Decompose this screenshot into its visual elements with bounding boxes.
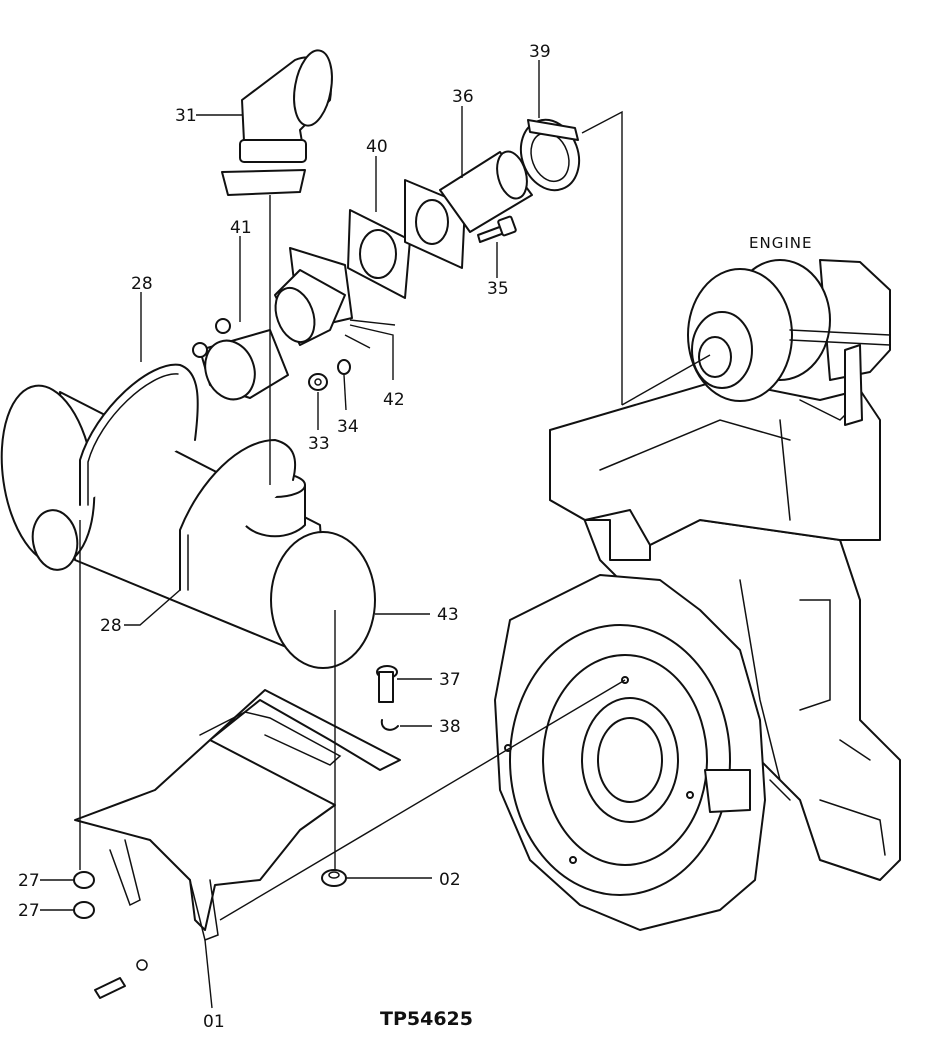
turbo-leader-line (621, 354, 711, 406)
routing-line (581, 110, 623, 405)
bolt-35 (477, 215, 517, 243)
pipe-36 (404, 150, 533, 269)
flange-adapter (274, 247, 353, 346)
leader-34 (343, 374, 347, 411)
turbocharger (687, 259, 891, 426)
callout-43: 43 (437, 605, 459, 625)
leader-28b (124, 589, 181, 626)
assembly-line (349, 319, 396, 326)
callout-38: 38 (439, 717, 461, 737)
callout-27-upper: 27 (18, 871, 40, 891)
u-bolt-front (79, 363, 199, 506)
engine-label: ENGINE (749, 234, 812, 252)
callout-27-lower: 27 (18, 901, 40, 921)
callout-37: 37 (439, 670, 461, 690)
callout-41: 41 (230, 218, 252, 238)
bolt-37 (376, 665, 398, 703)
heat-shield (74, 689, 401, 942)
callout-35: 35 (487, 279, 509, 299)
leader-01 (204, 939, 213, 1009)
nut-33 (308, 373, 328, 391)
callout-40: 40 (366, 137, 388, 157)
assembly-line (219, 679, 626, 921)
callout-28-top: 28 (131, 274, 153, 294)
u-bolt-rear (179, 439, 297, 591)
callout-01: 01 (203, 1012, 225, 1032)
washer-34 (337, 359, 351, 375)
flywheel-housing (494, 574, 791, 931)
leader-42 (349, 324, 394, 380)
gasket-40 (347, 209, 411, 299)
callout-31: 31 (175, 106, 197, 126)
callout-42: 42 (383, 390, 405, 410)
callout-34: 34 (337, 417, 359, 437)
drawing-number: TP54625 (380, 1008, 473, 1030)
callout-36: 36 (452, 87, 474, 107)
callout-02: 02 (439, 870, 461, 890)
assembly-line (344, 334, 371, 349)
callout-28-bottom: 28 (100, 616, 122, 636)
clamp-41 (192, 318, 289, 401)
spacer-02 (321, 869, 347, 887)
nut-27-upper (73, 871, 95, 889)
bolt-01 (94, 959, 148, 999)
washer-38 (380, 719, 399, 731)
clamp-39 (519, 118, 581, 192)
elbow-pipe (221, 49, 333, 196)
callout-33: 33 (308, 434, 330, 454)
nut-27-lower (73, 901, 95, 919)
callout-39: 39 (529, 42, 551, 62)
